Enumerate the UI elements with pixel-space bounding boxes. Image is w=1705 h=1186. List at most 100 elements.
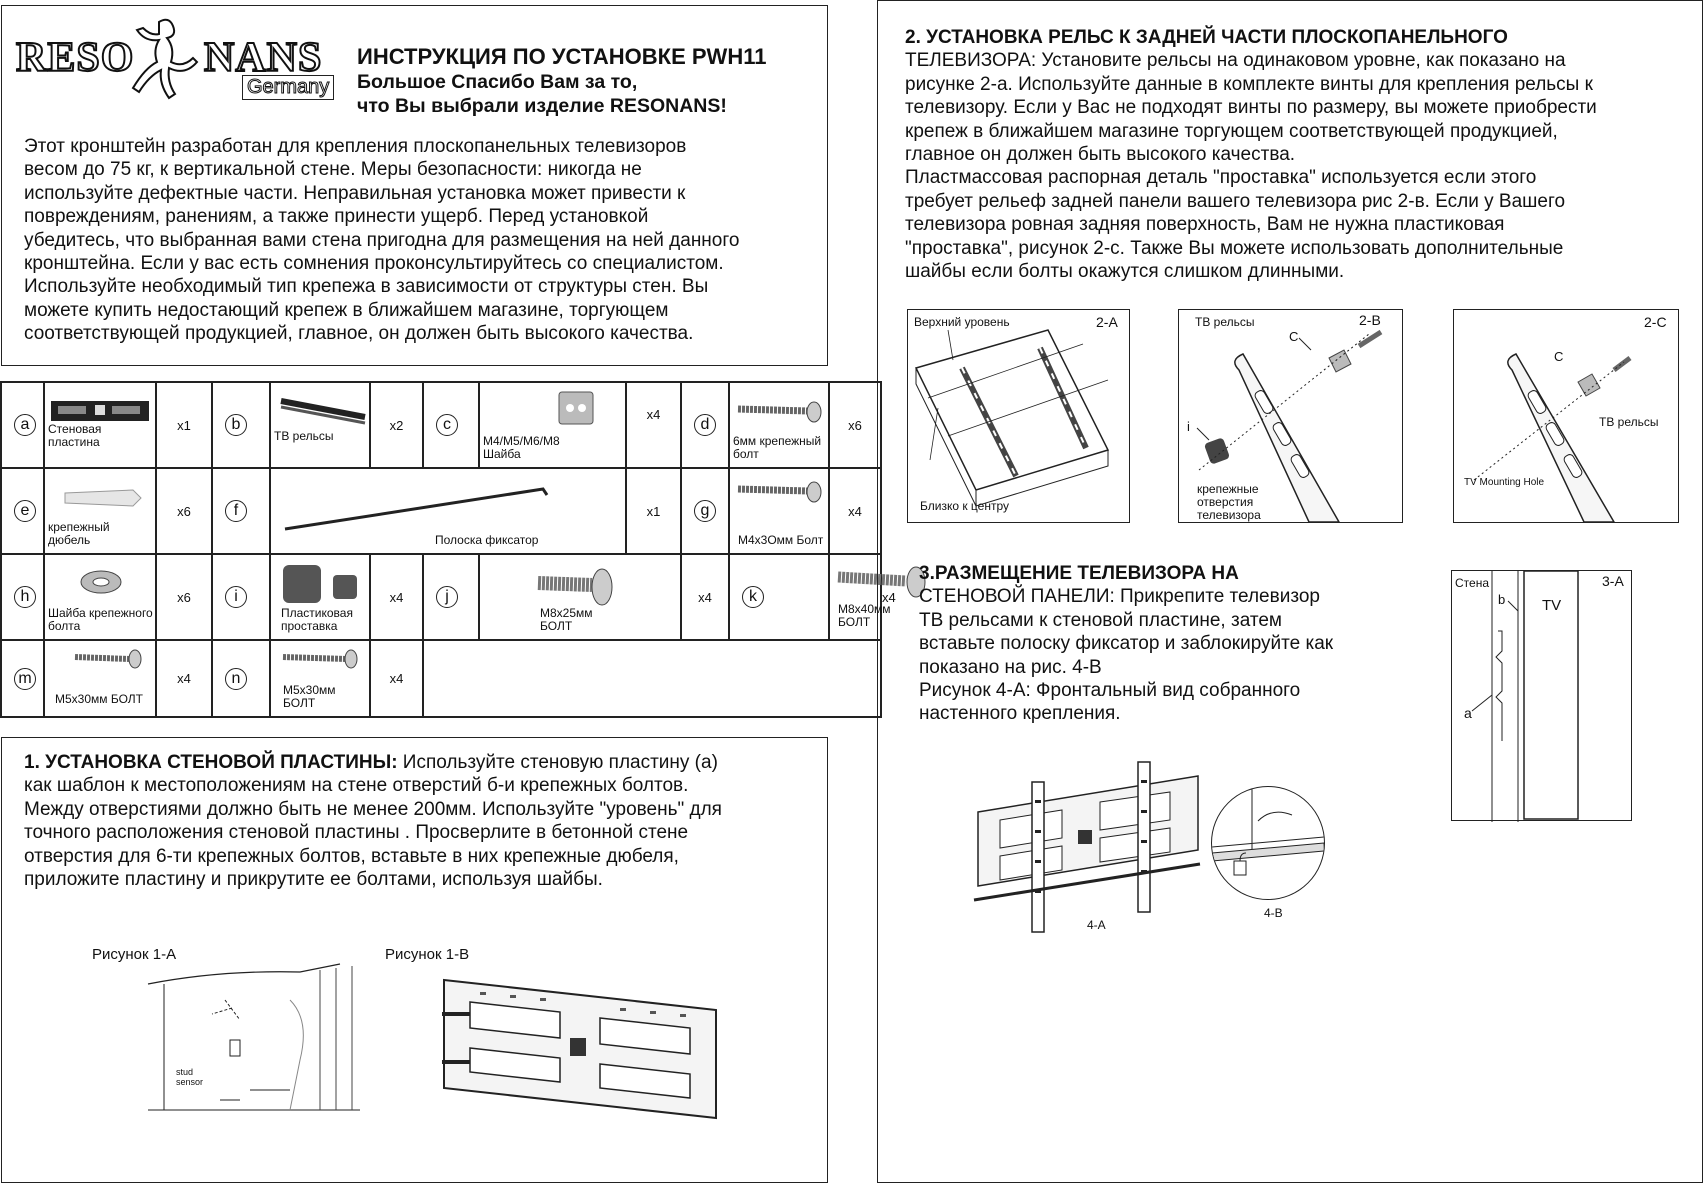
intro-line: используйте дефектные части. Неправильна… (24, 182, 686, 204)
part-label: М8х25мм БОЛТ (540, 606, 593, 633)
logo-text-left: RESO (15, 34, 135, 82)
part-qty: x6 (155, 467, 213, 555)
intro-line: соответствующей продукцией, главное, он … (24, 323, 694, 345)
empty-cell (422, 639, 882, 718)
part-cell-j: М8х25мм БОЛТ (478, 553, 682, 641)
part-qty: x4 (155, 639, 213, 718)
fig-2b-i-label: i (1187, 419, 1190, 434)
washer-plate-icon (558, 391, 594, 425)
wall-plate-icon (51, 401, 149, 421)
fig-2b-tag: 2-B (1359, 312, 1381, 328)
step3-line: показано на рис. 4-В (919, 656, 1102, 678)
part-qty: x6 (828, 381, 882, 469)
step2-line: Пластмассовая распорная деталь "проставк… (905, 167, 1537, 189)
fig-4b-caption: 4-B (1264, 906, 1283, 920)
part-qty: x4 (828, 467, 882, 555)
fig-4a-assembled-mount-icon (973, 761, 1201, 933)
fig-2b-c-label: C (1289, 329, 1299, 344)
step3-line: Рисунок 4-А: Фронтальный вид собранного (919, 680, 1301, 702)
lock-rod-icon (284, 487, 549, 531)
fig-4a-caption: 4-A (1087, 918, 1106, 932)
step2-paragraph: 2. УСТАНОВКА РЕЛЬС К ЗАДНЕЙ ЧАСТИ ПЛОСКО… (905, 26, 1597, 283)
anchor-icon (64, 489, 142, 507)
spacer-icon (283, 565, 357, 603)
washer-icon (80, 570, 122, 594)
part-qty: x4 (680, 553, 730, 641)
fig-2b-rails-label: ТВ рельсы (1195, 315, 1255, 329)
tv-back-panel-icon (914, 329, 1110, 507)
part-qty: x4 (625, 381, 682, 469)
fig-1b-wall-plate-icon (442, 978, 717, 1120)
intro-paragraph: Этот кронштейн разработан для крепления … (24, 135, 739, 346)
fig-2a-tag: 2-A (1096, 314, 1118, 330)
part-letter-n: n (211, 639, 271, 718)
part-label: крепежный дюбель (48, 520, 110, 547)
fig-2c-hole-label: TV Mounting Hole (1464, 477, 1545, 488)
part-cell-n: М5х30мм БОЛТ (269, 639, 371, 718)
table-row: e крепежный дюбель x6 f Полоска фиксатор… (0, 467, 882, 555)
fig-2c-c-label: C (1554, 349, 1564, 364)
part-qty: x1 (625, 467, 682, 555)
fig-2c-rails-label: ТВ рельсы (1599, 415, 1659, 429)
lock-detail-icon (1212, 787, 1324, 876)
part-qty: x4 (369, 553, 424, 641)
part-cell-i: Пластиковая проставка (269, 553, 371, 641)
parts-table: a Стеновая пластина x1 b ТВ рельсы x2 c … (0, 381, 926, 718)
intro-line: Этот кронштейн разработан для крепления … (24, 136, 687, 157)
part-cell-b: ТВ рельсы (269, 381, 371, 469)
part-label: Стеновая пластина (48, 422, 102, 449)
fig-3a-wall-label: Стена (1455, 576, 1490, 590)
part-letter-c: c (422, 381, 480, 469)
dancer-logo-icon (131, 18, 199, 100)
part-label: М5х30мм БОЛТ (55, 692, 143, 706)
step1-line: точного расположения стеновой пластины .… (24, 822, 689, 844)
fig-4b (1211, 786, 1325, 900)
intro-line: убедитесь, что выбранная вами стена приг… (24, 229, 740, 251)
intro-line: кронштейна. Если у вас есть сомнения про… (24, 253, 724, 275)
fig-2b: ТВ рельсы 2-B C i крепежные отверстия те… (1178, 309, 1403, 523)
step2-line: главное он должен быть высокого качества… (905, 144, 1296, 166)
part-qty: x6 (155, 553, 213, 641)
step2-line: телевизору. Если у Вас не подходят винты… (905, 97, 1597, 119)
fig-2c: 2-C C ТВ рельсы TV Mounting Hole (1453, 309, 1679, 523)
fig-1b-caption: Рисунок 1-В (385, 946, 470, 963)
intro-line: повреждениям, ранениям, а также принести… (24, 206, 649, 228)
bolt-icon (737, 481, 822, 503)
part-cell-k: М8х40мм БОЛТ (828, 553, 926, 641)
part-cell-c: M4/M5/M6/M8 Шайба (478, 381, 627, 469)
part-cell-f: Полоска фиксатор (269, 467, 627, 555)
part-cell-a: Стеновая пластина (43, 381, 157, 469)
intro-line: весом до 75 кг, к вертикальной стене. Ме… (24, 159, 642, 181)
bolt-icon (837, 566, 926, 598)
step1-first-line: 1. УСТАНОВКА СТЕНОВОЙ ПЛАСТИНЫ: Использу… (24, 751, 722, 774)
fig-2b-holes-label: крепежные отверстия телевизора (1197, 482, 1261, 522)
part-label: М4х3Омм Болт (738, 533, 824, 547)
part-letter-d: d (680, 381, 730, 469)
step2-line: ТЕЛЕВИЗОРА: Установите рельсы на одинако… (905, 50, 1566, 72)
tv-rails-icon (280, 398, 366, 425)
step2-line: "проставка", рисунок 2-с. Также Вы может… (905, 237, 1564, 259)
part-label: Шайба крепежного болта (48, 606, 153, 633)
table-row: a Стеновая пластина x1 b ТВ рельсы x2 c … (0, 381, 882, 469)
intro-line: Используйте необходимый тип крепежа в за… (24, 276, 709, 298)
step1-panel (1, 737, 828, 1183)
part-label: ТВ рельсы (274, 429, 334, 443)
part-qty: x4 (369, 639, 424, 718)
part-label: М5х30мм БОЛТ (283, 683, 336, 710)
part-label: Пластиковая проставка (281, 606, 353, 633)
part-letter-f: f (211, 467, 271, 555)
step1-paragraph: 1. УСТАНОВКА СТЕНОВОЙ ПЛАСТИНЫ: Использу… (24, 751, 722, 891)
part-cell-h: Шайба крепежного болта (43, 553, 157, 641)
logo-subtitle: Germany (242, 75, 335, 100)
fig-3a: Стена b TV 3-A a (1451, 570, 1632, 822)
step3-line: СТЕНОВОЙ ПАНЕЛИ: Прикрепите телевизор (919, 586, 1320, 608)
thanks-line-2: что Вы выбрали изделие RESONANS! (357, 95, 727, 117)
part-label: M4/M5/M6/M8 Шайба (483, 434, 560, 461)
step1-line: приложите пластину и прикрутите ее болта… (24, 869, 603, 891)
fig-2a: Верхний уровень 2-A Близко к центру (907, 309, 1130, 523)
step3-line: настенного крепления. (919, 703, 1121, 725)
part-letter-g: g (680, 467, 730, 555)
part-label: Полоска фиксатор (435, 533, 539, 547)
fig-1a-illustration (147, 963, 360, 1111)
part-qty: x2 (369, 381, 424, 469)
